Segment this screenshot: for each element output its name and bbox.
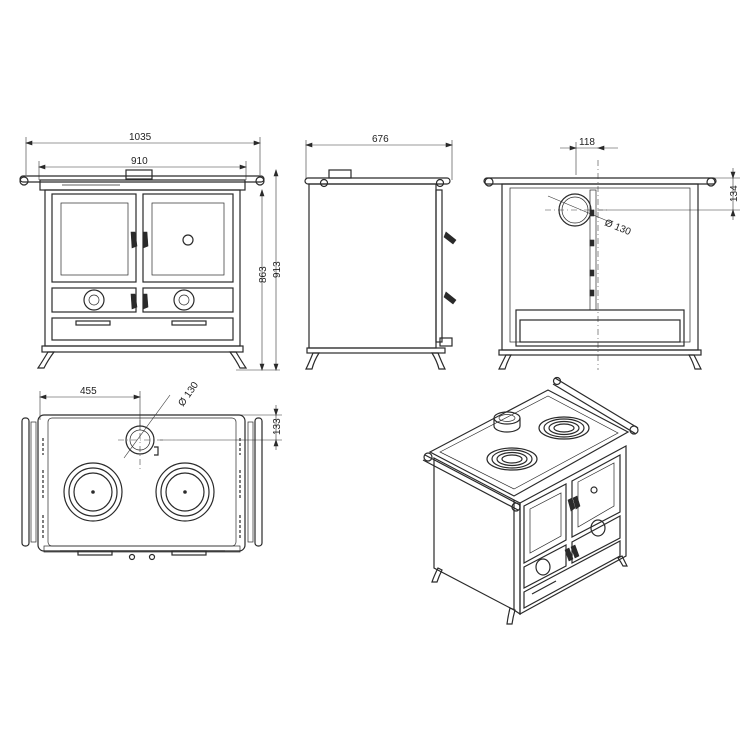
dimension-134: 134 [598,168,740,220]
dimension-label-118: 118 [579,137,595,148]
iso-oven-door-right [571,453,621,538]
iso-flue-collar [493,411,521,425]
dimension-label-455: 455 [80,386,97,397]
front-oven-door-left [51,193,137,283]
iso-oven-door-left [523,483,567,565]
front-air-regulator-right [173,289,195,311]
dimension-1035: 1035 [25,132,261,175]
dimension-label-863: 863 [258,266,269,283]
top-hotplate-right [155,462,215,522]
dimension-label-910: 910 [131,156,148,167]
dimension-label-913: 913 [272,261,283,278]
dimension-118: 118 [560,137,618,175]
iso-air-regulator-left [535,558,551,576]
dimension-455: 455 [39,386,141,430]
iso-towel-rail [422,376,639,512]
iso-hotplate-rear [538,416,590,440]
dimension-863: 863 [258,189,269,371]
dimension-676: 676 [305,134,453,180]
front-air-regulator-left [83,289,105,311]
top-view: 455 133 Ø 130 [21,380,283,561]
top-hotplate-left [63,462,123,522]
front-view: 1035 910 863 913 [19,132,283,371]
dimension-label-676: 676 [372,134,389,145]
dimension-913: 913 [236,169,283,371]
dimension-910: 910 [38,156,247,180]
front-oven-door-right [142,193,234,283]
top-flue-collar [125,425,155,455]
dimension-label-1035: 1035 [129,132,152,143]
iso-air-regulator-right [590,519,606,537]
back-view: 118 134 Ø 130 [483,137,740,370]
isometric-view [422,376,639,625]
dimension-label-top-diameter: Ø 130 [176,380,201,409]
dimension-label-133: 133 [272,418,283,435]
dimension-133: 133 [160,405,283,450]
dimension-label-134: 134 [729,185,740,202]
dimension-label-back-diameter: Ø 130 [603,218,633,239]
iso-hotplate-front [486,447,538,471]
side-view: 676 [304,134,457,370]
